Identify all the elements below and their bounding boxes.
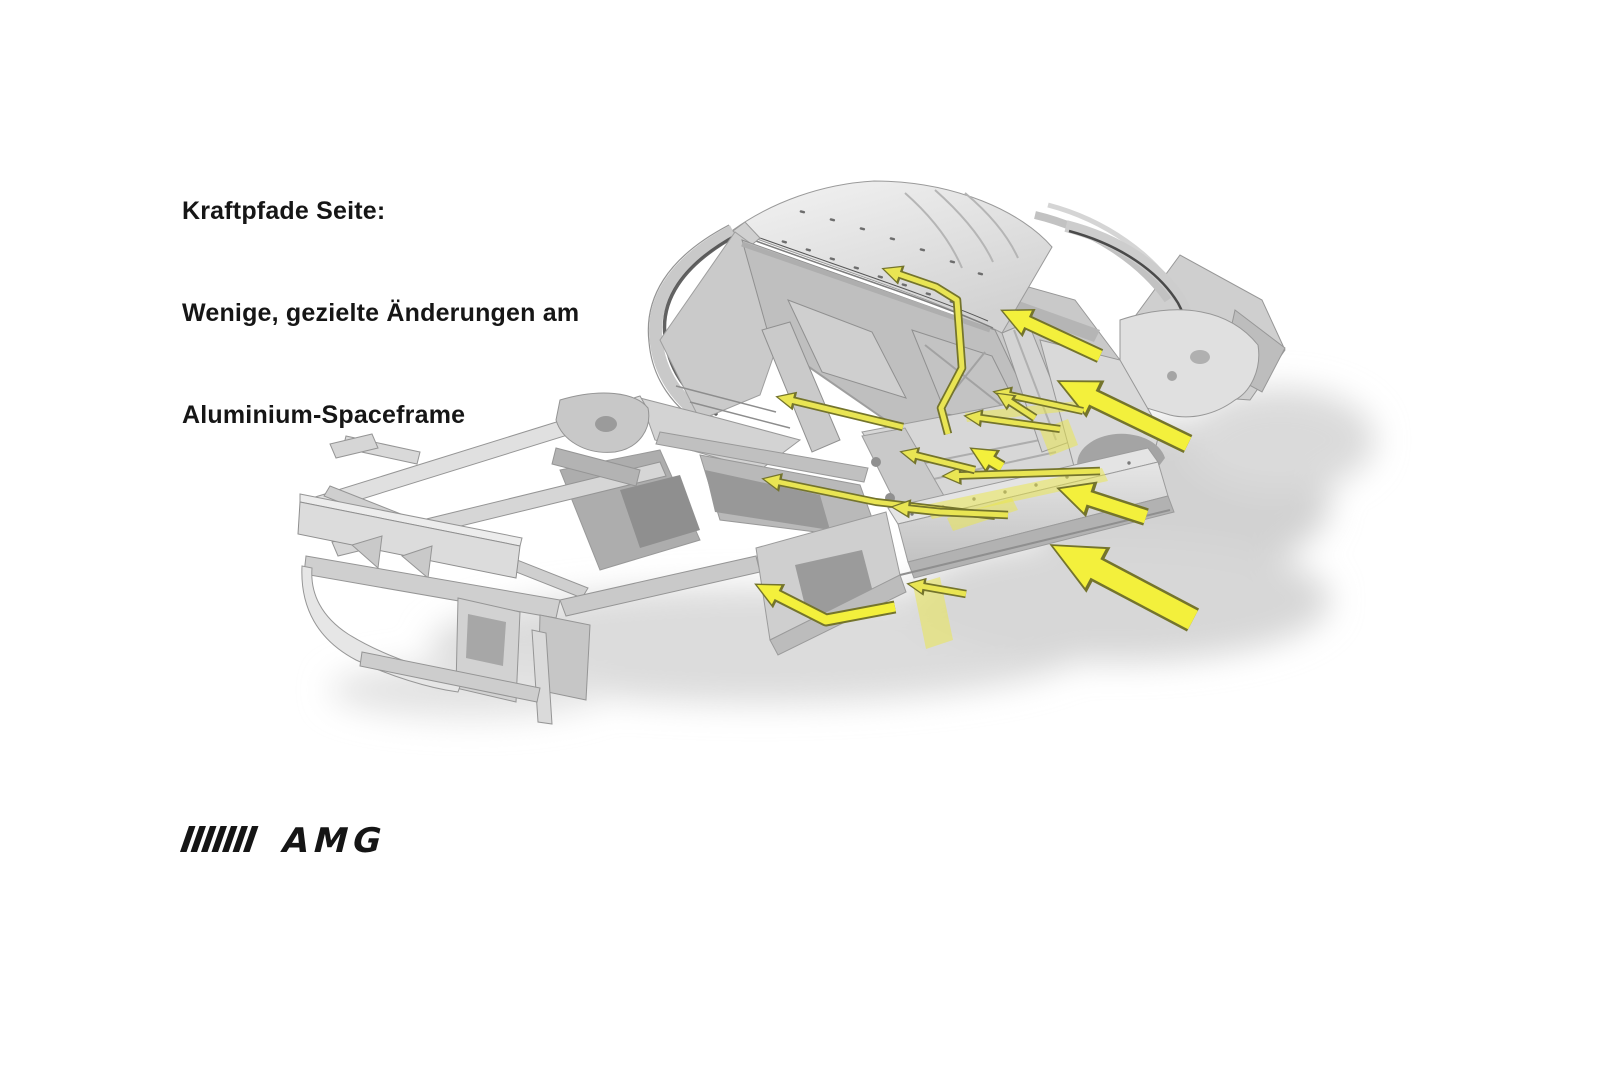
arrow-hinge-pillar-path xyxy=(899,447,977,475)
arrow-beltline-lower-path xyxy=(963,409,1061,433)
amg-logo-stripes xyxy=(180,826,259,852)
arrow-impact-sill-large xyxy=(1049,544,1200,632)
force-arrows xyxy=(754,265,1200,632)
slide-title: Kraftpfade Seite: Wenige, gezielte Änder… xyxy=(182,126,579,500)
roof-panel xyxy=(731,180,1053,334)
arrow-footwell-path xyxy=(969,447,1006,474)
title-line-2: Wenige, gezielte Änderungen am xyxy=(182,299,580,327)
arrow-impact-door-large xyxy=(1056,481,1149,526)
arrow-sill-inner-path xyxy=(941,465,1101,486)
arrow-sill-mid-path xyxy=(890,499,1009,520)
amg-logo: AMG xyxy=(180,821,391,861)
door-aperture-interior xyxy=(741,239,1041,453)
arrow-sill-front-path xyxy=(906,577,967,599)
arrow-b-pillar-base-path xyxy=(995,392,1038,422)
front-structure xyxy=(297,392,761,725)
arrow-impact-beltline-large xyxy=(1056,380,1193,453)
force-highlight-sill-rail xyxy=(925,468,1108,519)
title-line-3: Aluminium-Spaceframe xyxy=(182,401,466,429)
amg-logo-text: AMG xyxy=(278,821,391,860)
arrow-a-pillar-path xyxy=(775,391,904,432)
arrow-front-floor-path xyxy=(754,583,897,627)
arrow-rear-deck-path xyxy=(1000,309,1104,363)
roof-assembly xyxy=(731,180,1053,334)
arrow-roof-frame-path xyxy=(881,265,967,436)
title-line-1: Kraftpfade Seite: xyxy=(182,197,386,225)
cowl-firewall xyxy=(559,397,881,571)
